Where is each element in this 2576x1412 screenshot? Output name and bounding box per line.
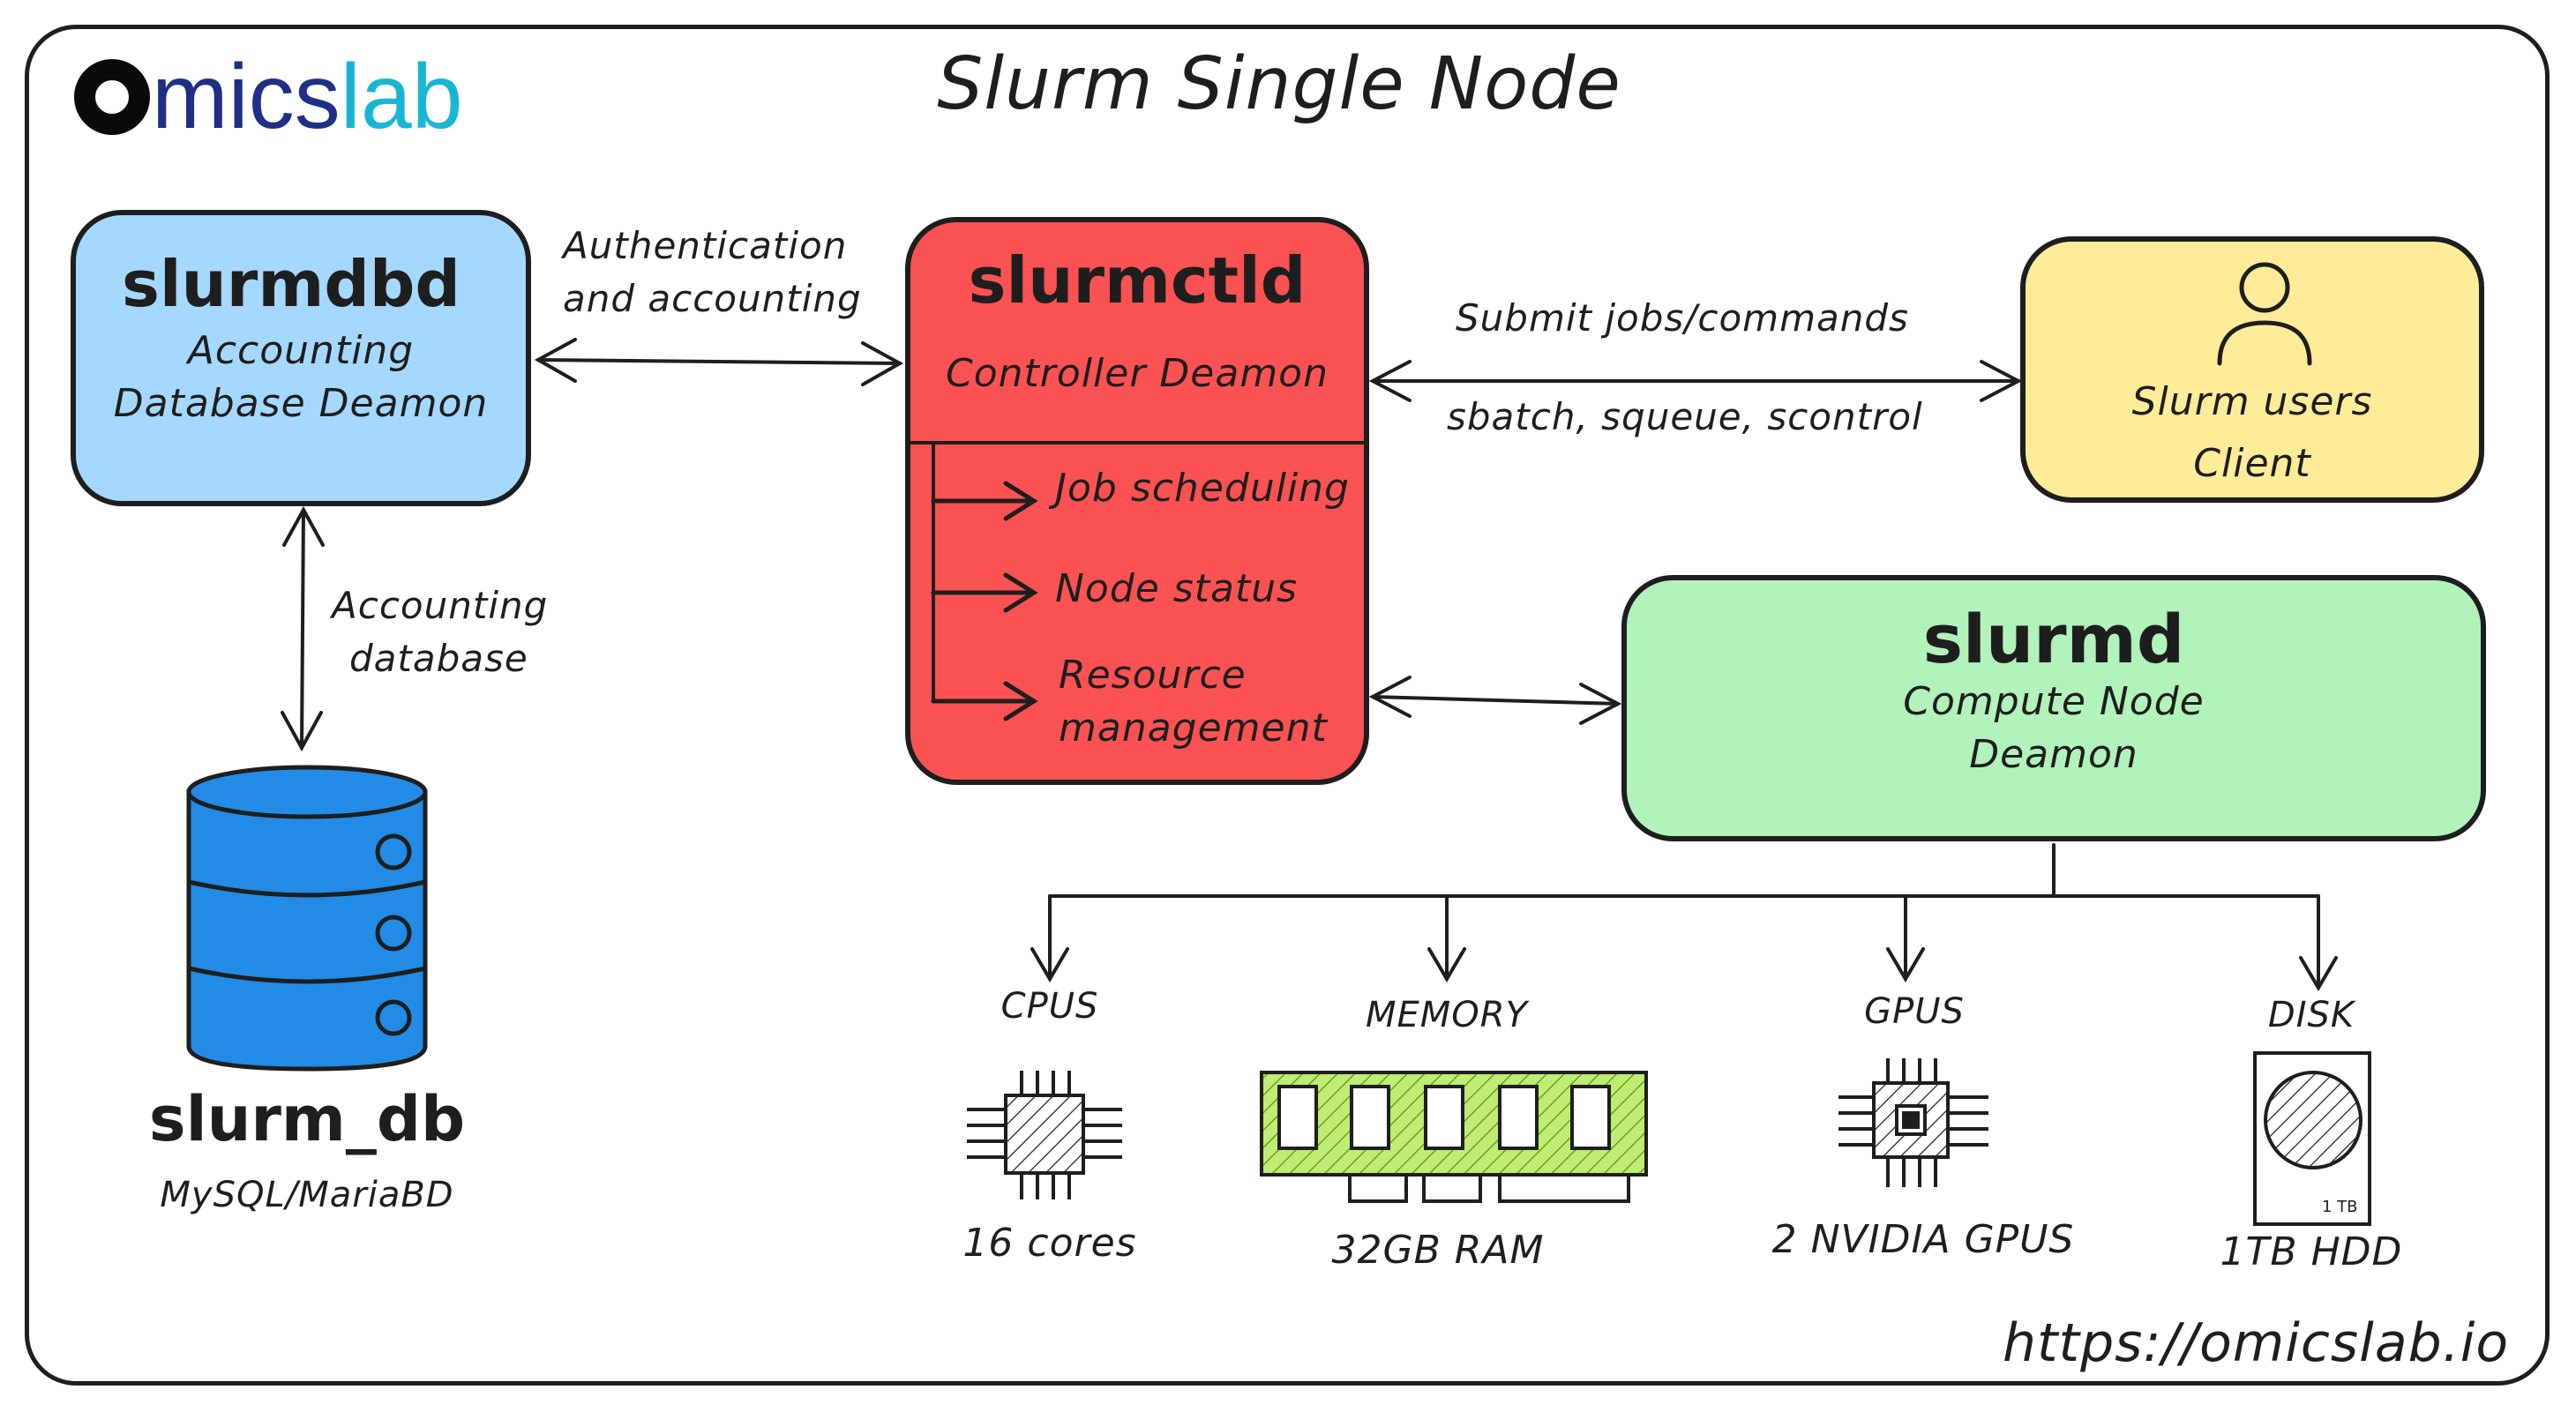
gpus-label: GPUS	[1864, 991, 1965, 1032]
cpus-value: 16 cores	[962, 1221, 1137, 1266]
client-line2: Client	[2193, 441, 2311, 486]
ram-stick-icon	[1260, 1071, 1648, 1203]
submit-label: Submit jobs/commands	[1456, 296, 1909, 340]
resource-management-arrow	[931, 681, 1038, 721]
disk-badge: 1 TB	[2322, 1198, 2358, 1216]
database-icon	[186, 765, 428, 1072]
client-box	[2020, 236, 2484, 503]
cpu-icon	[967, 1071, 1122, 1199]
gpus-value: 2 NVIDIA GPUS	[1771, 1217, 2075, 1262]
auth-accounting-arrow	[534, 338, 904, 386]
logo-text-mics: mics	[152, 46, 341, 148]
controller-compute-arrow	[1368, 676, 1622, 725]
logo-text-lab: lab	[340, 46, 463, 148]
slurmdbd-line1: Accounting	[187, 328, 415, 373]
slurmdbd-box	[71, 210, 531, 506]
job-scheduling-label: Job scheduling	[1055, 466, 1350, 511]
accounting-database-arrow	[281, 505, 325, 752]
disk-label: DISK	[2267, 995, 2355, 1035]
slurmd-line2: Deamon	[1969, 732, 2138, 777]
user-icon	[2217, 262, 2312, 366]
management-label: management	[1059, 706, 1328, 751]
database-subtitle: MySQL/MariaBD	[160, 1175, 454, 1215]
database-title: slurm_db	[148, 1083, 466, 1155]
slurmdbd-line2: Database Deamon	[113, 381, 489, 426]
accounting-db-label-line2: database	[349, 637, 528, 680]
gpu-chip-icon	[1838, 1058, 1988, 1187]
resource-label: Resource	[1059, 653, 1247, 698]
auth-label-line1: Authentication	[563, 224, 848, 267]
client-line1: Slurm users	[2131, 379, 2373, 424]
memory-label: MEMORY	[1365, 995, 1528, 1035]
omicslab-logo: mics lab	[74, 51, 463, 143]
slurmd-box	[1621, 575, 2486, 841]
disk-value: 1TB HDD	[2220, 1229, 2403, 1274]
memory-value: 32GB RAM	[1331, 1228, 1545, 1273]
job-scheduling-arrow	[931, 481, 1038, 521]
slurmd-title: slurmd	[1922, 600, 2185, 678]
hard-disk-icon	[2253, 1051, 2371, 1226]
cpus-label: CPUS	[1000, 986, 1099, 1027]
slurmctld-title: slurmctld	[968, 243, 1307, 318]
commands-label: sbatch, squeue, scontrol	[1447, 395, 1923, 438]
slurmd-line1: Compute Node	[1903, 679, 2205, 724]
slurmctld-subtitle: Controller Deamon	[946, 351, 1329, 396]
auth-label-line2: and accounting	[563, 277, 862, 320]
diagram-frame	[25, 25, 2550, 1386]
accounting-db-label-line1: Accounting	[332, 584, 549, 627]
resource-tree	[1030, 843, 2338, 991]
slurmdbd-title: slurmdbd	[122, 247, 461, 321]
node-status-arrow	[931, 572, 1038, 613]
diagram-title: Slurm Single Node	[937, 42, 1621, 126]
node-status-label: Node status	[1055, 566, 1299, 611]
website-url: https://omicslab.io	[2003, 1312, 2510, 1374]
submit-jobs-arrow	[1368, 360, 2023, 402]
